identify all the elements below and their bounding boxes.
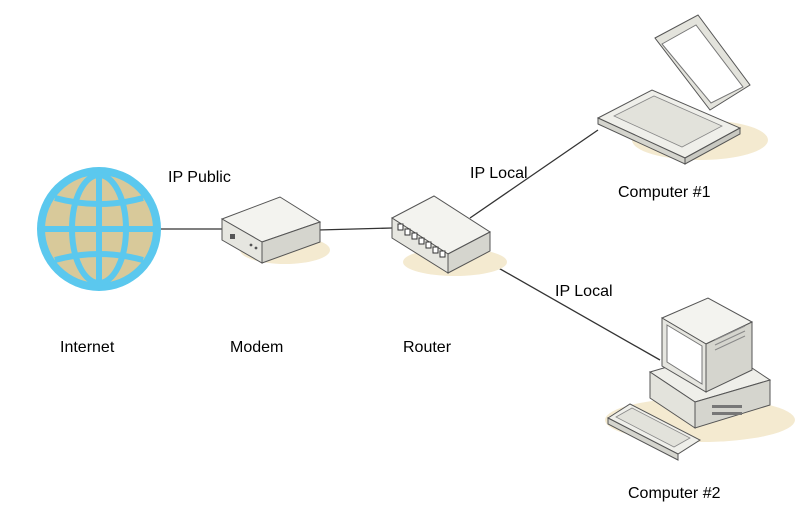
computer2-label: Computer #2 xyxy=(628,485,721,502)
link-modem-router xyxy=(317,227,393,231)
computer1-label: Computer #1 xyxy=(618,184,711,201)
desktop-computer-icon xyxy=(605,297,795,461)
ip-local-label-1: IP Local xyxy=(470,165,528,182)
link-router-computer2 xyxy=(487,261,661,361)
modem-icon xyxy=(220,196,330,264)
link-router-computer1 xyxy=(469,129,599,219)
ip-public-label: IP Public xyxy=(168,169,231,186)
internet-globe-icon xyxy=(37,167,161,291)
modem-label: Modem xyxy=(230,339,283,356)
ip-local-label-2: IP Local xyxy=(555,283,613,300)
laptop-icon xyxy=(596,14,768,165)
internet-label: Internet xyxy=(60,339,115,356)
router-label: Router xyxy=(403,339,452,356)
router-icon xyxy=(391,195,507,276)
